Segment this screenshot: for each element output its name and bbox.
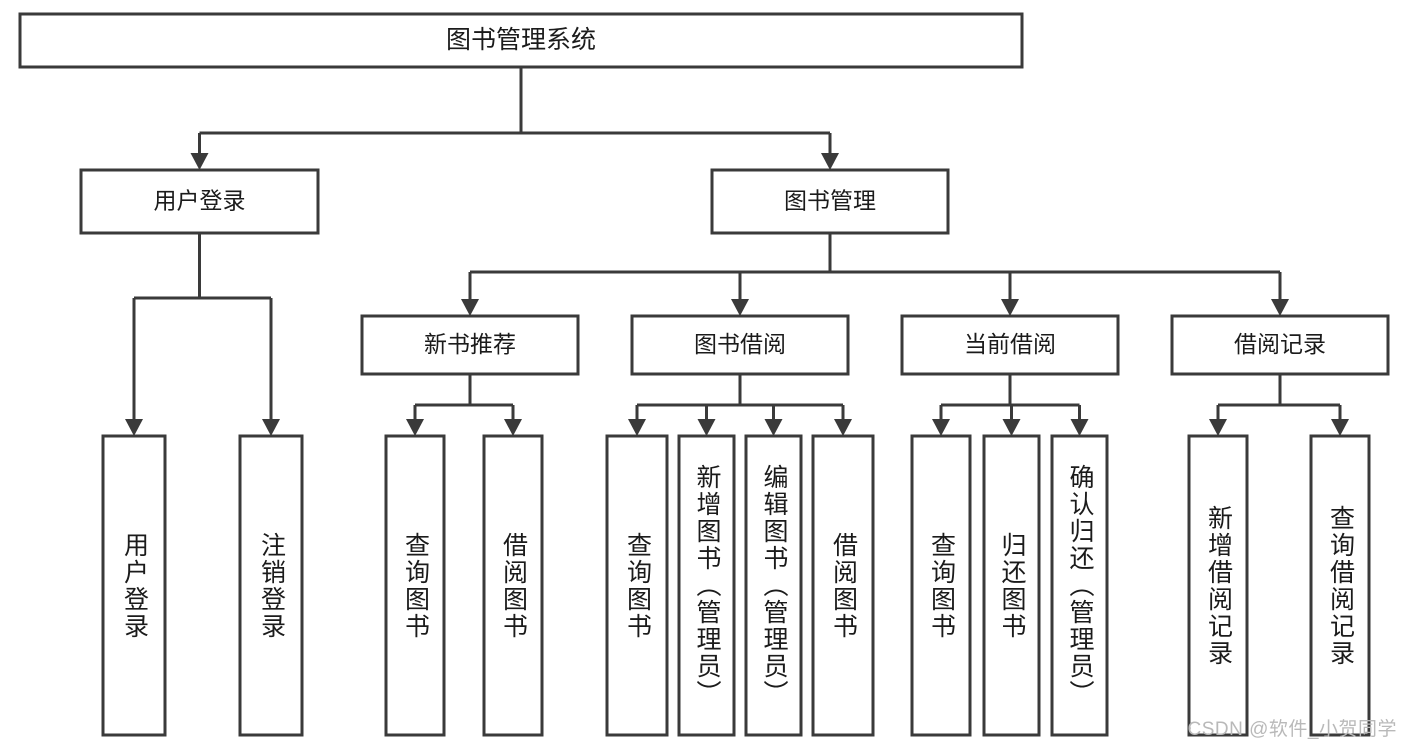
connector-layer	[125, 67, 1349, 436]
node-book-borrow[interactable]	[630, 314, 850, 376]
node-root-label: 图书管理系统	[446, 26, 596, 54]
node-user-login[interactable]	[79, 168, 320, 235]
node-leaf-return-book[interactable]	[982, 434, 1041, 737]
node-leaf-edit-book[interactable]	[744, 434, 803, 737]
node-book-manage[interactable]	[710, 168, 950, 235]
node-leaf-borrow-book-1[interactable]	[482, 434, 544, 737]
node-leaf-user-logout[interactable]	[238, 434, 304, 737]
node-current-borrow-label: 当前借阅	[964, 331, 1056, 357]
arrow-head-icon	[262, 419, 280, 436]
node-current-borrow[interactable]	[900, 314, 1120, 376]
arrow-head-icon	[821, 153, 839, 170]
arrow-head-icon	[628, 419, 646, 436]
node-book-borrow-label: 图书借阅	[694, 331, 786, 357]
arrow-head-icon	[125, 419, 143, 436]
node-root[interactable]	[18, 12, 1024, 69]
watermark-text: CSDN @软件_小贺同学	[1187, 719, 1397, 740]
node-leaf-query-book-3[interactable]	[910, 434, 972, 737]
arrow-head-icon	[834, 419, 852, 436]
node-leaf-borrow-book-2[interactable]	[811, 434, 875, 737]
node-new-book-rec-label: 新书推荐	[424, 331, 516, 357]
node-user-login-label: 用户登录	[154, 188, 246, 214]
box-layer	[18, 12, 1390, 737]
node-leaf-add-record[interactable]	[1187, 434, 1249, 737]
arrow-head-icon	[731, 299, 749, 316]
arrow-head-icon	[932, 419, 950, 436]
node-leaf-user-login[interactable]	[101, 434, 167, 737]
arrow-head-icon	[1002, 419, 1021, 436]
node-leaf-query-book-1[interactable]	[384, 434, 446, 737]
node-leaf-confirm-return[interactable]	[1050, 434, 1109, 737]
node-new-book-rec[interactable]	[360, 314, 580, 376]
node-book-manage-label: 图书管理	[784, 188, 876, 214]
arrow-head-icon	[1271, 299, 1289, 316]
arrow-head-icon	[697, 419, 716, 436]
arrow-head-icon	[504, 419, 522, 436]
arrow-head-icon	[764, 419, 783, 436]
arrow-head-icon	[1001, 299, 1019, 316]
arrow-head-icon	[406, 419, 424, 436]
arrow-head-icon	[1331, 419, 1349, 436]
arrow-head-icon	[461, 299, 479, 316]
node-borrow-record-label: 借阅记录	[1234, 331, 1326, 357]
arrow-head-icon	[1209, 419, 1227, 436]
node-leaf-query-book-2[interactable]	[605, 434, 669, 737]
node-leaf-add-book[interactable]	[677, 434, 736, 737]
node-leaf-query-record[interactable]	[1309, 434, 1371, 737]
arrow-head-icon	[190, 153, 209, 170]
arrow-head-icon	[1070, 419, 1089, 436]
node-borrow-record[interactable]	[1170, 314, 1390, 376]
